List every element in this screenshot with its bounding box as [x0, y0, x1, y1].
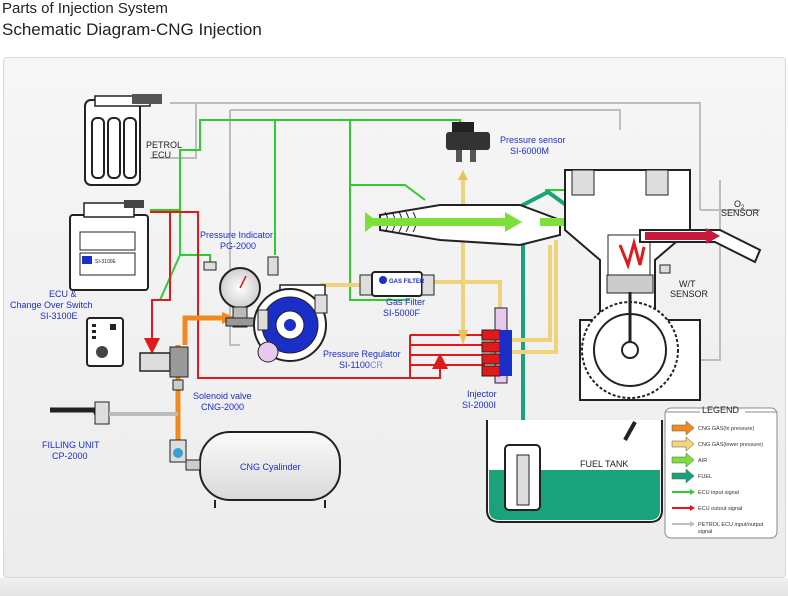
legend-item-label-2: signal — [698, 529, 712, 535]
gas-filter-code: SI-5000F — [383, 308, 421, 318]
pressure-indicator-gauge — [219, 267, 261, 328]
fuel-tank — [486, 420, 663, 523]
header-title: Parts of Injection System — [2, 0, 168, 17]
solenoid-valve-code: CNG-2000 — [201, 402, 244, 412]
pressure-regulator — [253, 284, 328, 363]
legend-item: ECU outout signal — [672, 505, 742, 512]
pressure-indicator-code: PG-2000 — [220, 241, 256, 251]
solenoid-valve — [139, 346, 189, 391]
pressure-regulator-label: Pressure Regulator — [323, 349, 401, 359]
ecu-output-signal-lines — [144, 211, 485, 379]
o2-sensor-main: O — [734, 199, 741, 209]
low-pressure-arrow — [458, 330, 468, 345]
injector-label: Injector — [467, 389, 497, 399]
filling-unit-label: FILLING UNIT — [42, 440, 100, 450]
footer-band — [0, 578, 788, 596]
legend-items: CNG GAS(hi pressure) CNG GAS(lower pressu… — [671, 420, 764, 535]
legend-arrow-icon — [671, 468, 695, 484]
legend-item-label: ECU outout signal — [698, 506, 742, 512]
change-over-switch — [86, 317, 124, 367]
legend-item: CNG GAS(hi pressure) — [671, 420, 754, 436]
legend-item-label: FUEL — [698, 474, 712, 480]
o2-sensor-sub: 2 — [741, 205, 745, 211]
air-intake — [365, 204, 575, 247]
pressure-regulator-code-b: CR — [370, 360, 383, 370]
wt-sensor-label-1: W/T — [679, 279, 696, 289]
legend-arrow-icon — [671, 420, 695, 436]
ecu-device-label: SI-3100E — [95, 259, 117, 265]
petrol-ecu-signal-lines — [150, 102, 760, 361]
pressure-indicator-label: Pressure Indicator — [200, 230, 273, 240]
pressure-sensor-code: SI-6000M — [510, 146, 549, 156]
legend-arrow-icon — [671, 436, 695, 452]
legend-title: LEGEND — [702, 405, 740, 415]
petrol-ecu-label-2: ECU — [152, 150, 171, 160]
gas-filter-badge: GAS FILTER — [389, 279, 425, 285]
wt-sensor-label-2: SENSOR — [670, 289, 709, 299]
gas-filter-label: Gas Filter — [386, 297, 425, 307]
pressure-switch — [267, 256, 279, 276]
filling-unit-code: CP-2000 — [52, 451, 88, 461]
legend-item-label: CNG GAS(hi pressure) — [698, 426, 754, 432]
cng-cylinder — [185, 431, 341, 508]
legend-arrow-icon — [671, 452, 695, 468]
ecu-label-code: SI-3100E — [40, 311, 78, 321]
cng-cylinder-label: CNG Cyalinder — [240, 462, 301, 472]
legend-item: ECU input signal — [672, 489, 739, 496]
legend-item-label: CNG GAS(lower pressure) — [698, 442, 763, 448]
legend-item-label: AIR — [698, 458, 707, 464]
ecu-label-line2: Change Over Switch — [10, 300, 93, 310]
injector-rail — [481, 307, 512, 384]
legend-item: AIR — [671, 452, 707, 468]
legend-item-label: PETROL ECU input/output — [698, 522, 764, 528]
ecu-label-line1: ECU & — [49, 289, 77, 299]
pressure-regulator-code-a: SI-1100 — [339, 360, 370, 370]
pressure-sensor-label: Pressure sensor — [500, 135, 566, 145]
legend — [664, 407, 778, 539]
fuel-line — [521, 189, 568, 470]
ecu-si3100e-device: SI-3100E — [69, 200, 149, 291]
gas-filter: GAS FILTER — [359, 271, 435, 297]
legend-item: CNG GAS(lower pressure) — [671, 436, 763, 452]
filling-unit — [50, 401, 187, 463]
petrol-ecu-label-1: PETROL — [146, 140, 182, 150]
solenoid-valve-label: Solenoid valve — [193, 391, 252, 401]
o2-sensor-label: SENSOR — [721, 208, 760, 218]
petrol-ecu-device — [84, 94, 162, 186]
pressure-sensor — [446, 122, 490, 162]
injector-code: SI-2000I — [462, 400, 496, 410]
legend-item: FUEL — [671, 468, 712, 484]
legend-item-label: ECU input signal — [698, 490, 739, 496]
header-subtitle: Schematic Diagram-CNG Injection — [2, 20, 262, 39]
fuel-tank-label: FUEL TANK — [580, 459, 628, 469]
engine-block — [564, 169, 762, 401]
